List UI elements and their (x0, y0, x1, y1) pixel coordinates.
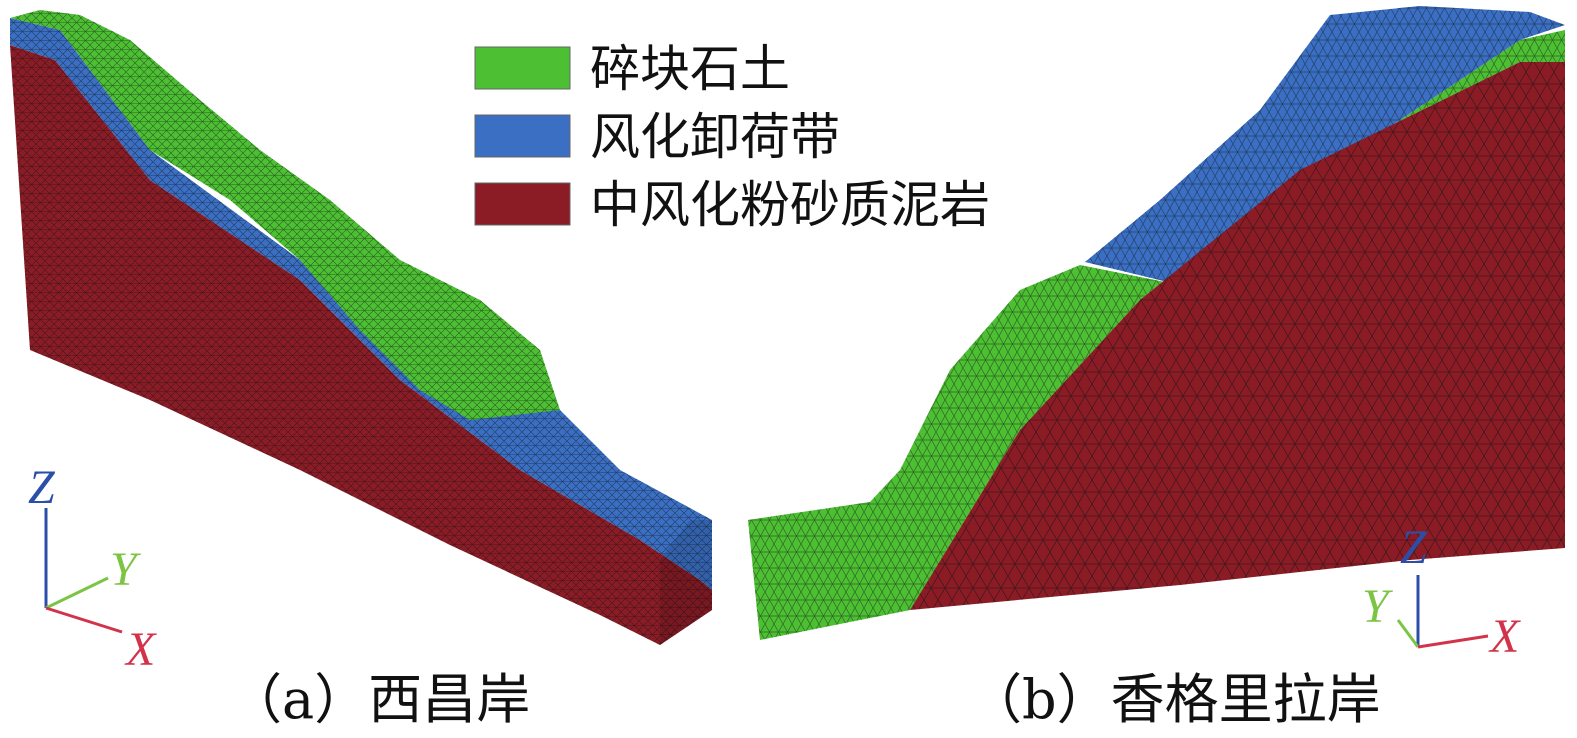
y-axis-a (45, 576, 109, 610)
caption-a: （a）西昌岸 (228, 668, 530, 731)
axis-triad-a: Z Y X (28, 461, 157, 676)
caption-b: （b）香格里拉岸 (968, 668, 1381, 731)
x-axis-label-a: X (124, 623, 157, 676)
legend-swatch-soil (474, 46, 571, 90)
y-axis-label-a: Y (110, 543, 141, 596)
x-axis-b (1417, 634, 1489, 649)
legend-item-rock: 中风化粉砂质泥岩 (474, 176, 990, 234)
panel-b-model (748, 6, 1565, 640)
z-axis-label-b: Z (1400, 521, 1428, 574)
y-axis-label-b: Y (1362, 580, 1393, 633)
legend-item-weathered: 风化卸荷带 (474, 108, 840, 166)
legend-swatch-rock (474, 182, 571, 226)
x-axis-a (45, 606, 123, 634)
legend-swatch-weathered (474, 114, 571, 158)
legend-label-weathered: 风化卸荷带 (590, 108, 840, 166)
x-axis-label-b: X (1488, 610, 1521, 663)
axis-triad-b: Z Y X (1362, 521, 1521, 663)
legend-item-soil: 碎块石土 (474, 40, 790, 98)
panel-a-model (10, 10, 712, 645)
z-axis-label-a: Z (28, 461, 56, 514)
legend-label-soil: 碎块石土 (590, 40, 790, 98)
y-axis-b (1396, 619, 1420, 648)
legend-label-rock: 中风化粉砂质泥岩 (590, 176, 990, 234)
legend: 碎块石土 风化卸荷带 中风化粉砂质泥岩 (474, 40, 990, 234)
